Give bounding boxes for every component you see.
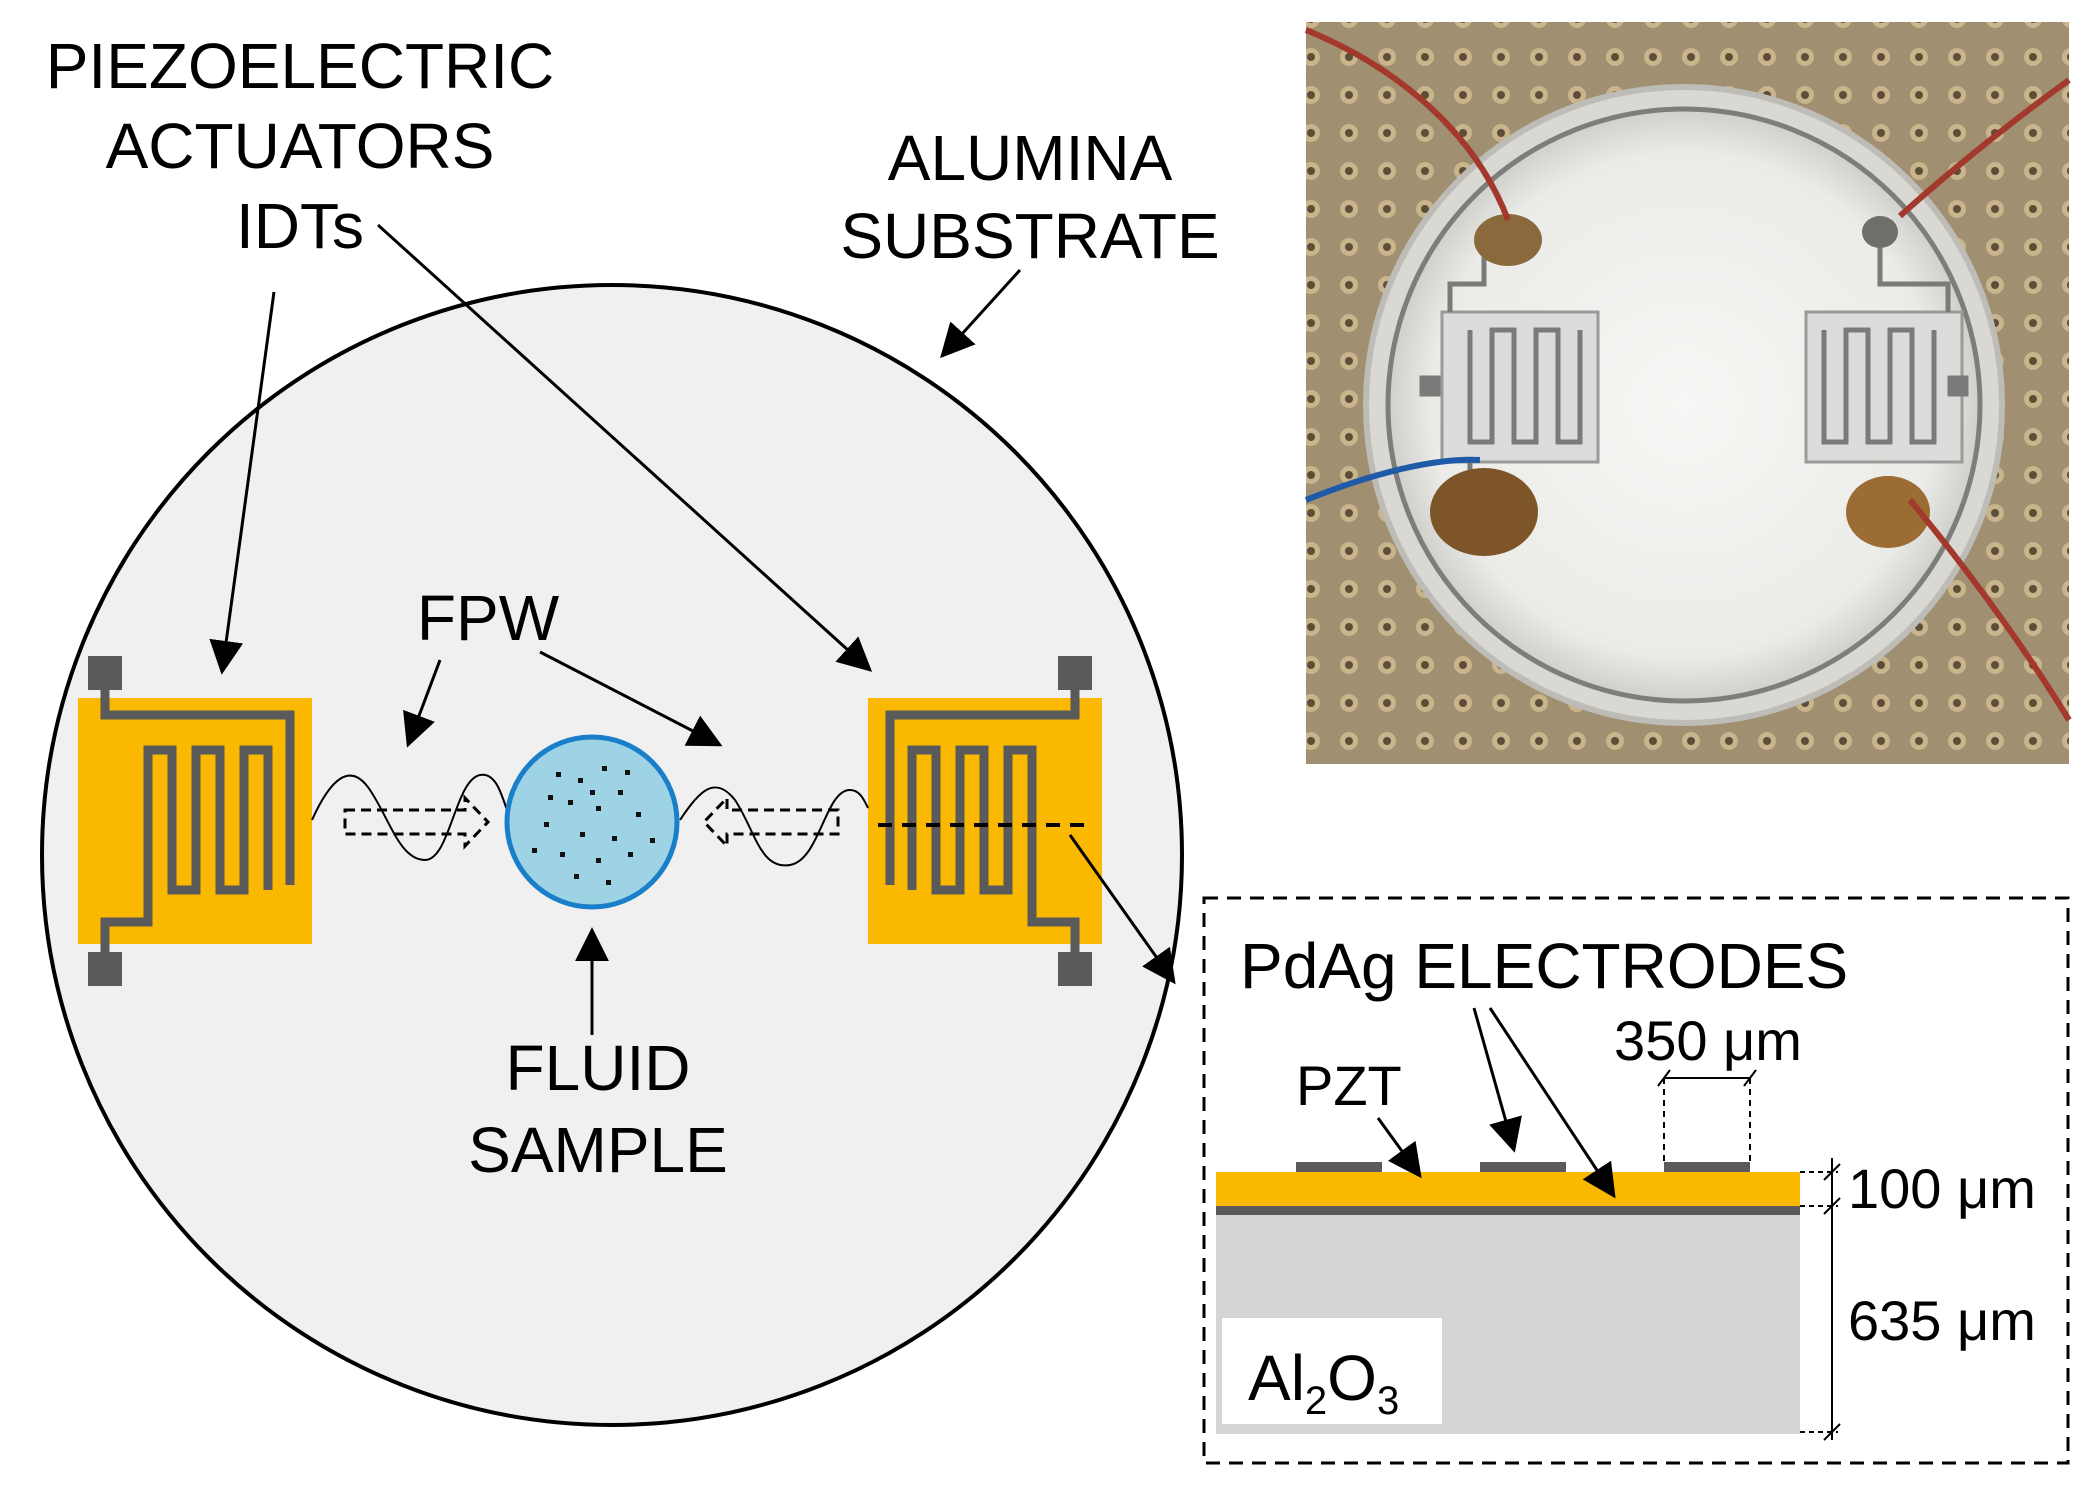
right-top-contact-pad (1058, 656, 1092, 690)
piezo-label-line3: IDTs (236, 190, 364, 262)
pzt-label: PZT (1296, 1054, 1402, 1117)
arrow-to-left-idt (209, 291, 276, 675)
width-350-label: 350 μm (1614, 1009, 1802, 1072)
fpw-arrow-left (403, 659, 442, 748)
red-wire-top-left (1304, 27, 1511, 222)
bottom-electrode (1216, 1206, 1800, 1215)
left-fpw-direction-arrow (343, 794, 491, 850)
electrode-arrow-bottom (1488, 1007, 1616, 1199)
right-interdigitated-fingers (907, 745, 1037, 895)
thick-tick-bottom (1823, 1423, 1841, 1441)
solder-joint-bottom-left (1430, 468, 1538, 556)
left-idt (78, 656, 312, 986)
fluid-sample (504, 734, 680, 910)
electrodes-label: PdAg ELECTRODES (1240, 930, 1848, 1002)
pzt-film (1216, 1172, 1800, 1206)
electrode-arrow-top (1472, 1007, 1522, 1153)
fpw-arrow-right (539, 650, 723, 747)
arrow-to-substrate (940, 268, 1022, 359)
thick-100-label: 100 μm (1848, 1157, 2036, 1220)
arrow-to-right-idt (376, 223, 873, 672)
thick-tick-mid (1823, 1197, 1841, 1215)
device-photograph (1304, 22, 2072, 764)
cross-section-inset: PdAg ELECTRODES PZT 350 μm Al2O3 (1202, 896, 2070, 1465)
red-wire-top-right (1897, 77, 2071, 219)
alumina-label-line2: SUBSTRATE (840, 200, 1219, 272)
al2o3-label: Al2O3 (1248, 1342, 1399, 1423)
thick-tick-top (1823, 1163, 1841, 1181)
al2o3-label-box (1222, 1318, 1442, 1424)
left-upper-bus (100, 680, 295, 885)
pzt-arrow (1376, 1117, 1422, 1179)
right-upper-bus (885, 680, 1080, 885)
thick-635-label: 635 μm (1848, 1289, 2036, 1352)
blue-wire-left (1304, 456, 1481, 503)
solder-joint-top-right (1862, 216, 1898, 248)
suspended-particles (532, 766, 655, 885)
right-fpw-direction-arrow (701, 794, 840, 850)
photo-left-idt (1419, 240, 1600, 478)
left-top-contact-pad (88, 656, 122, 690)
piezo-label-line2: ACTUATORS (106, 110, 495, 182)
left-interdigitated-fingers (143, 745, 273, 895)
left-flexural-wave (311, 773, 521, 862)
arrow-to-cross-section (1068, 834, 1176, 985)
fluid-label-line2: SAMPLE (468, 1114, 728, 1186)
solder-joint-top-left (1474, 214, 1542, 266)
red-wire-bottom-right (1907, 498, 2072, 722)
right-bottom-contact-pad (1058, 952, 1092, 986)
left-bottom-contact-pad (88, 952, 122, 986)
top-electrode-3 (1664, 1162, 1750, 1172)
photo-disc-surface (1385, 106, 1983, 704)
fpw-label: FPW (417, 582, 560, 654)
fluid-droplet (504, 734, 680, 910)
piezo-label-line1: PIEZOELECTRIC (46, 30, 555, 102)
top-electrode-2 (1480, 1162, 1566, 1172)
right-idt (868, 656, 1102, 986)
right-flexural-wave (679, 786, 869, 867)
photo-right-idt (1804, 240, 1969, 464)
solder-joint-bottom-right (1846, 476, 1930, 548)
alumina-label-line1: ALUMINA (888, 122, 1173, 194)
top-electrode-1 (1296, 1162, 1382, 1172)
fluid-label-line1: FLUID (506, 1032, 691, 1104)
